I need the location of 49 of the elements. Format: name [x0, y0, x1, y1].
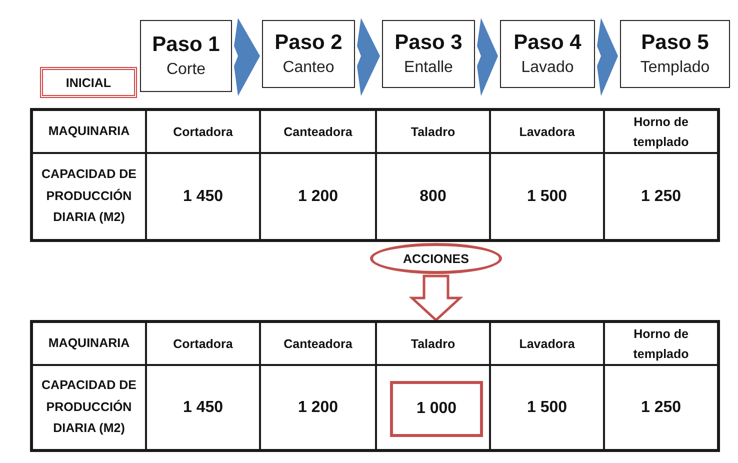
tag-text: ACCIONES: [403, 252, 469, 266]
row-header: MAQUINARIA: [48, 334, 130, 352]
capacity-value: 1 250: [640, 186, 682, 207]
capacity-value: 1 000: [416, 400, 457, 418]
action-ellipse: [370, 243, 502, 274]
tag-text: INICIAL: [66, 76, 112, 90]
step-box: [262, 20, 355, 88]
step-box: [500, 20, 595, 88]
machine-name: Taladro: [410, 124, 456, 140]
step-title: Paso 2: [274, 31, 342, 55]
chevron-arrow: [597, 18, 618, 96]
machine-name: Horno de templado: [632, 114, 690, 151]
step-title: Paso 5: [641, 31, 709, 55]
block-arrow: [408, 274, 464, 322]
machine-name: Cortadora: [173, 336, 233, 352]
step-subtitle: Lavado: [521, 59, 574, 77]
step-box: [140, 20, 232, 92]
chevron-arrow: [357, 18, 380, 96]
capacity-value: 800: [420, 186, 446, 207]
capacity-value: 1 500: [526, 398, 568, 418]
start-label-box: [40, 67, 137, 98]
machine-name: Canteadora: [284, 336, 352, 352]
row-header: CAPACIDAD DE PRODUCCIÓN DIARIA (M2): [40, 376, 138, 438]
capacity-value: 1 200: [298, 186, 338, 207]
machine-name: Cortadora: [173, 124, 233, 140]
row-header: MAQUINARIA: [48, 122, 130, 140]
step-title: Paso 4: [514, 31, 582, 55]
step-box: [382, 20, 475, 88]
chevron-arrow: [234, 18, 260, 96]
chevron-arrow: [477, 18, 498, 96]
row-header: CAPACIDAD DE PRODUCCIÓN DIARIA (M2): [40, 166, 138, 226]
machine-name: Lavadora: [519, 124, 575, 140]
step-box: [620, 20, 730, 88]
step-subtitle: Corte: [166, 61, 206, 79]
capacity-value: 1 450: [182, 186, 224, 207]
capacity-value: 1 200: [298, 398, 338, 418]
step-subtitle: Entalle: [404, 59, 453, 77]
capacity-value: 1 450: [182, 398, 224, 418]
step-subtitle: Templado: [640, 59, 710, 77]
step-title: Paso 1: [152, 33, 220, 57]
capacity-value: 1 500: [526, 186, 568, 207]
step-title: Paso 3: [394, 31, 462, 55]
machine-name: Canteadora: [284, 124, 352, 140]
step-subtitle: Canteo: [282, 59, 334, 77]
machine-name: Horno de templado: [632, 326, 690, 363]
highlight-box: [390, 381, 483, 437]
machine-name: Lavadora: [519, 336, 575, 352]
machine-name: Taladro: [410, 336, 456, 352]
capacity-value: 1 250: [640, 398, 682, 418]
